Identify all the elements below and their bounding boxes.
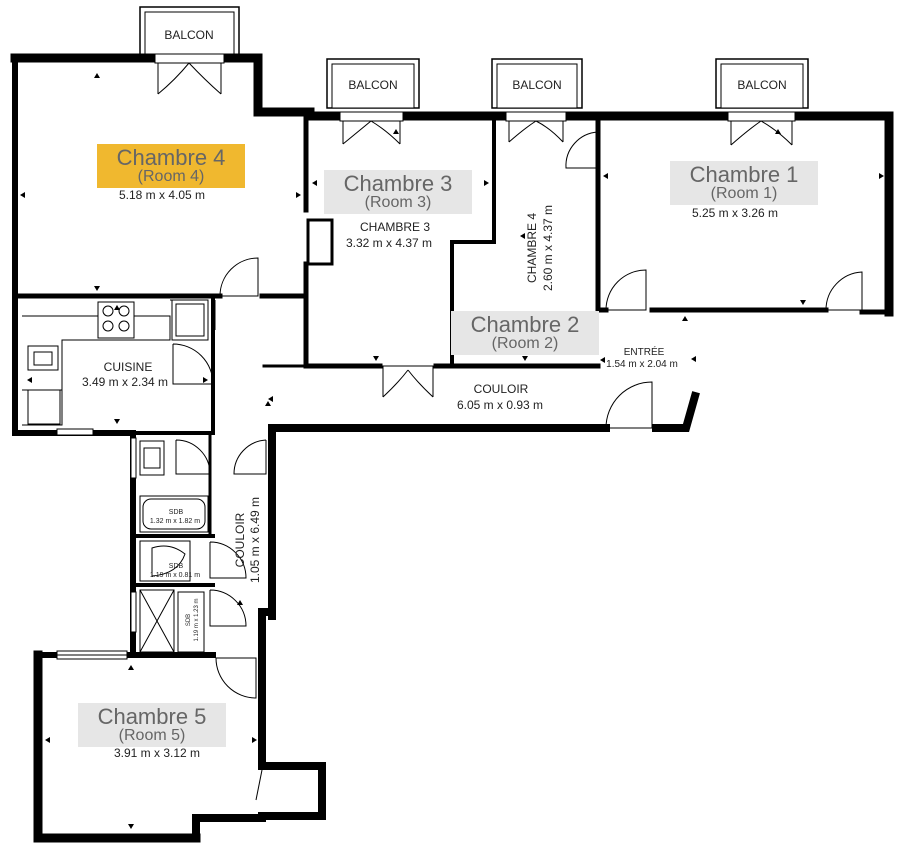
room4-label: Chambre 4 (Room 4) xyxy=(97,144,245,188)
sdb3-title: SDB xyxy=(186,614,192,626)
room5-dims: 3.91 m x 3.12 m xyxy=(114,746,200,760)
room2-dims: 2.60 m x 4.37 m xyxy=(541,205,555,291)
room1-name: Chambre 1 xyxy=(689,162,799,187)
room2-name: Chambre 2 xyxy=(470,312,580,337)
room3-label: Chambre 3 (Room 3) xyxy=(324,170,472,214)
room2-label: Chambre 2 (Room 2) xyxy=(451,311,599,355)
room5-name: Chambre 5 xyxy=(97,704,207,729)
room5-label: Chambre 5 (Room 5) xyxy=(78,703,226,747)
room3-title: CHAMBRE 3 xyxy=(360,220,430,234)
room1-dims: 5.25 m x 3.26 m xyxy=(692,206,778,220)
room3-dims: 3.32 m x 4.37 m xyxy=(346,236,432,250)
wall-markers xyxy=(20,73,884,829)
sdb2-title: SDB xyxy=(169,563,184,570)
room1-sub: (Room 1) xyxy=(710,185,778,203)
balcony-label: BALCON xyxy=(164,28,213,42)
room2-sub: (Room 2) xyxy=(491,335,559,353)
fixtures xyxy=(27,299,209,653)
room4-name: Chambre 4 xyxy=(116,145,226,170)
room2-title: CHAMBRE 4 xyxy=(525,213,539,283)
walls xyxy=(10,53,894,843)
balcony-label: BALCON xyxy=(737,78,786,92)
couloir-h-title: COULOIR xyxy=(474,382,529,396)
sdb1-title: SDB xyxy=(169,509,184,516)
room3-sub: (Room 3) xyxy=(364,194,432,212)
balcony-4: BALCON xyxy=(715,58,809,109)
couloir-v-title: COULOIR xyxy=(233,512,247,567)
room4-sub: (Room 4) xyxy=(137,168,205,186)
room4-dims: 5.18 m x 4.05 m xyxy=(119,188,205,202)
couloir-h-dims: 6.05 m x 0.93 m xyxy=(457,398,543,412)
balcony-1: BALCON xyxy=(139,6,240,56)
cuisine-dims: 3.49 m x 2.34 m xyxy=(82,375,168,389)
area-labels: 5.18 m x 4.05 m CHAMBRE 3 3.32 m x 4.37 … xyxy=(82,188,778,760)
balcony-label: BALCON xyxy=(348,78,397,92)
doors xyxy=(172,131,863,801)
balcony-3: BALCON xyxy=(491,58,583,109)
entree-dims: 1.54 m x 2.04 m xyxy=(606,359,678,370)
room3-name: Chambre 3 xyxy=(343,171,453,196)
cuisine-title: CUISINE xyxy=(104,360,153,374)
balcony-2: BALCON xyxy=(326,58,420,109)
sdb1-dims: 1.32 m x 1.82 m xyxy=(150,518,200,525)
room1-label: Chambre 1 (Room 1) xyxy=(670,161,818,205)
room5-sub: (Room 5) xyxy=(118,727,186,745)
windows xyxy=(56,53,796,660)
entree-title: ENTRÉE xyxy=(624,345,665,358)
sdb2-dims: 1.19 m x 0.81 m xyxy=(150,572,200,579)
couloir-v-dims: 1.05 m x 6.49 m xyxy=(248,497,262,583)
sdb3-dims: 1.19 m x 1.23 m xyxy=(194,598,200,641)
sink-icon xyxy=(27,345,59,371)
balcony-label: BALCON xyxy=(512,78,561,92)
